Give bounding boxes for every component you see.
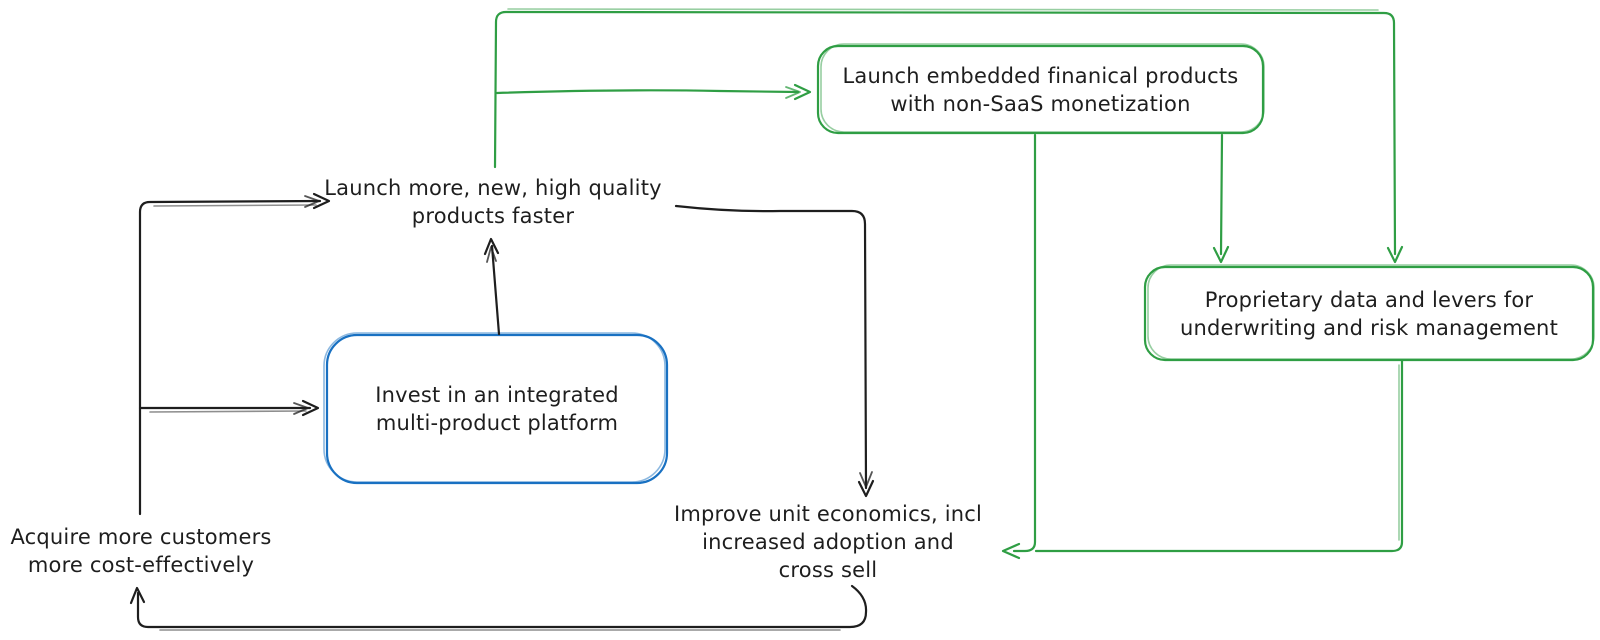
- arrow-launch-more-to-embedded: [495, 83, 812, 101]
- arrow-launch-more-to-improve: [674, 204, 875, 498]
- arrow-acquire-to-invest: [138, 399, 320, 417]
- arrow-launch-more-to-proprietary: [493, 8, 1404, 264]
- proprietary-data-box-sketch: [1147, 264, 1595, 360]
- invest-platform-box-sketch: [323, 332, 666, 483]
- arrow-invest-to-launch-more: [483, 237, 501, 336]
- launch-more-label: Launch more, new, high quality products …: [324, 176, 662, 228]
- arrow-improve-to-acquire: [129, 584, 868, 631]
- launch-embedded-box-sketch: [820, 43, 1265, 133]
- proprietary-data-box: [1143, 264, 1595, 362]
- invest-platform-box: [323, 332, 669, 485]
- proprietary-data-label: Proprietary data and levers for underwri…: [1179, 287, 1559, 340]
- proprietary-data-box-shape: [1143, 265, 1595, 362]
- arrow-embedded-to-improve: [1001, 133, 1037, 560]
- launch-embedded-box-shape: [816, 44, 1265, 135]
- arrow-embedded-to-proprietary: [1212, 133, 1230, 264]
- improve-unit-economics-label: Improve unit economics, incl increased a…: [673, 502, 983, 582]
- arrow-acquire-to-launch-more: [138, 192, 331, 516]
- launch-embedded-box: [816, 43, 1265, 135]
- acquire-customers-label: Acquire more customers more cost-effecti…: [10, 525, 272, 577]
- arrow-proprietary-to-improve: [1034, 359, 1404, 553]
- launch-embedded-label: Launch embedded finanical products with …: [842, 63, 1239, 116]
- invest-platform-label: Invest in an integrated multi-product pl…: [375, 383, 619, 435]
- invest-platform-box-shape: [325, 333, 669, 485]
